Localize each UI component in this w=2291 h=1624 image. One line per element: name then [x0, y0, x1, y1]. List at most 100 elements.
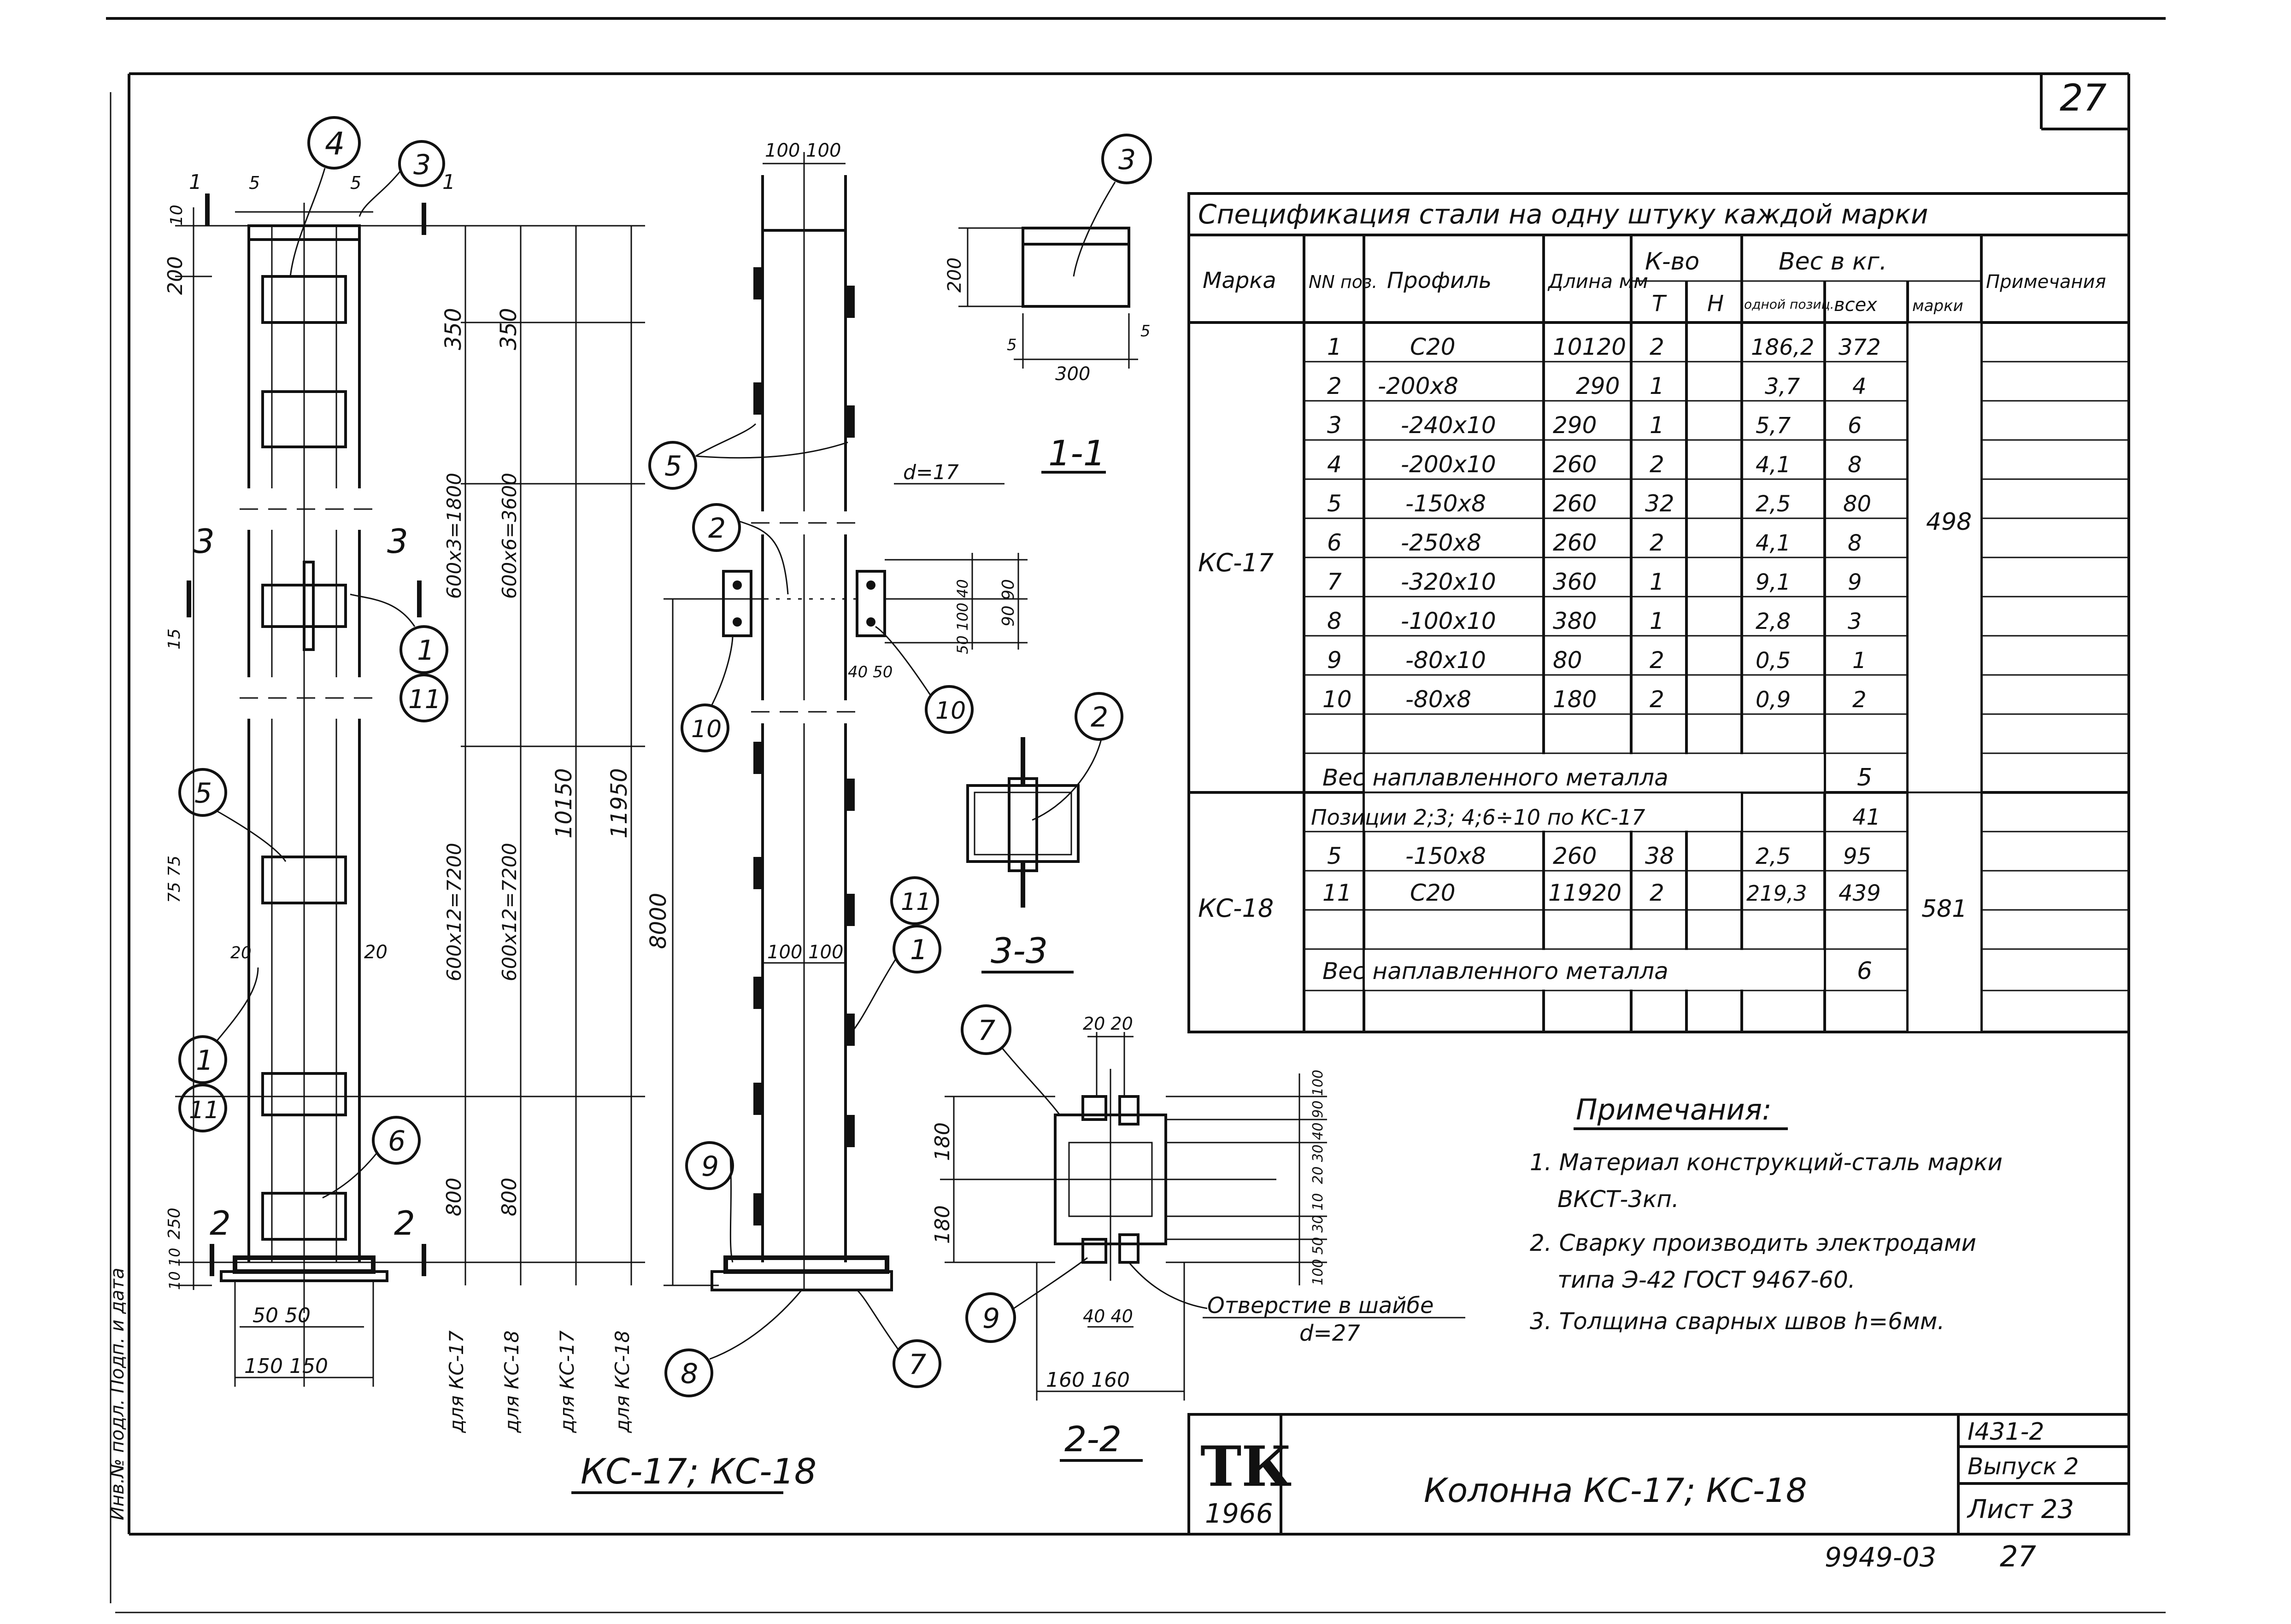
dim-200-elev: 200 — [164, 256, 187, 295]
kc17-r9-pos: 9 — [1327, 647, 1342, 674]
column-elevation — [175, 193, 645, 1387]
section-1-1 — [958, 134, 1152, 474]
kc17-r5-pos: 5 — [1327, 490, 1342, 517]
title-main: Колонна КС-17; КС-18 — [1424, 1471, 1807, 1510]
dim-10-elev: 10 — [167, 205, 186, 226]
section-2-2-title: 2-2 — [1064, 1419, 1122, 1460]
elevation-callouts — [178, 116, 448, 1199]
section-1-1-callout-3: 3 — [1118, 144, 1136, 176]
spec-kc17-mark: КС-17 — [1198, 548, 1274, 577]
kc17-r8-profile: -100х10 — [1401, 608, 1496, 634]
side-callout-5: 5 — [664, 450, 682, 482]
spec-h-qty-t: Т — [1652, 291, 1667, 317]
title-sheet: Лист 23 — [1967, 1495, 2074, 1524]
spec-kc18-markweight: 581 — [1921, 895, 1967, 923]
kc17-r7-profile: -320х10 — [1401, 569, 1496, 595]
spec-kc17-rows: 1 С20 10120 2 186,2 372 2 -200х8 290 1 3… — [1322, 334, 1881, 713]
kc18-weld-value: 6 — [1857, 957, 1872, 985]
section-1-1-dim-300: 300 — [1055, 363, 1090, 385]
dim-top-1a: 1 — [189, 170, 202, 194]
section-1-1-dim-5b: 5 — [1140, 322, 1151, 340]
elev-callout-3: 3 — [413, 149, 431, 181]
section-1-1-title: 1-1 — [1048, 433, 1105, 474]
kc17-r1-length: 10120 — [1553, 334, 1626, 360]
kc17-r8-one: 2,8 — [1756, 609, 1791, 634]
side-dim-40-50: 40 50 — [848, 663, 893, 681]
side-dim-8000: 8000 — [646, 893, 671, 949]
kc17-r6-qty: 2 — [1650, 529, 1664, 556]
dim-600x12-a: 600x12=7200 — [443, 843, 465, 981]
elev-callout-1b: 1 — [196, 1044, 213, 1077]
section-2-2-dim-40-40: 40 40 — [1083, 1306, 1133, 1326]
kc17-r7-qty: 1 — [1650, 569, 1664, 595]
kc17-r7-one: 9,1 — [1756, 569, 1791, 595]
elev-callout-5: 5 — [194, 777, 212, 809]
side-dim-100-100-top: 100 100 — [765, 140, 841, 161]
title-issue: Выпуск 2 — [1968, 1453, 2079, 1480]
kc17-r6-length: 260 — [1553, 529, 1597, 556]
elev-callout-6: 6 — [388, 1125, 405, 1157]
side-callout-11: 11 — [901, 888, 931, 916]
notes-title: Примечания: — [1576, 1093, 1772, 1126]
kc17-r8-length: 380 — [1553, 608, 1597, 634]
kc17-r10-all: 2 — [1852, 687, 1867, 713]
dim-150-150: 150 150 — [244, 1354, 328, 1378]
hole-note: Отверстие в шайбе — [1207, 1293, 1434, 1319]
title-series: I431-2 — [1968, 1418, 2044, 1446]
dim-15: 15 — [165, 628, 184, 650]
dim-800-b: 800 — [498, 1178, 521, 1216]
kc17-r10-qty: 2 — [1650, 686, 1664, 713]
label-for-kc17-b: для КС-17 — [556, 1330, 578, 1433]
note-1b: ВКСТ-3кп. — [1557, 1186, 1679, 1213]
dim-600x6: 600x6=3600 — [498, 473, 521, 599]
spec-h-w-all: всех — [1834, 294, 1877, 316]
kc17-r2-all: 4 — [1852, 374, 1867, 399]
kc17-r4-all: 8 — [1848, 452, 1862, 478]
kc17-r2-one: 3,7 — [1765, 374, 1800, 399]
kc18-r2-one: 219,3 — [1746, 881, 1807, 906]
side-dim-90-90: 90 90 — [999, 579, 1018, 627]
title-block — [1187, 1413, 2130, 1536]
kc17-r4-length: 260 — [1553, 451, 1597, 478]
kc17-r4-profile: -200х10 — [1401, 451, 1496, 478]
note-2b: типа Э-42 ГОСТ 9467-60. — [1557, 1266, 1856, 1293]
spec-h-mark: Марка — [1203, 268, 1276, 293]
section-2-2 — [940, 1004, 1327, 1462]
section-mark-2a: 2 — [210, 1204, 231, 1243]
side-view-callouts — [648, 423, 974, 1397]
side-callout-9: 9 — [701, 1150, 719, 1183]
kc17-r10-length: 180 — [1553, 686, 1597, 713]
spec-h-qty-n: Н — [1707, 291, 1724, 317]
section-2-2-dim-180a: 180 — [931, 1122, 954, 1161]
kc17-r8-all: 3 — [1848, 609, 1862, 634]
dim-50-50: 50 50 — [253, 1304, 311, 1327]
kc18-r1-all: 95 — [1843, 844, 1871, 869]
kc18-r2-all: 439 — [1839, 880, 1881, 906]
section-2-2-callout-7: 7 — [978, 1014, 995, 1047]
kc17-r8-qty: 1 — [1650, 608, 1664, 634]
kc17-r2-profile: -200х8 — [1378, 373, 1458, 399]
section-2-2-dim-right-b: 100 50 30 10 — [1310, 1193, 1326, 1285]
hole-diameter: d=27 — [1299, 1320, 1360, 1346]
dim-20-b: 20 — [364, 942, 388, 963]
kc18-r2-length: 11920 — [1548, 879, 1621, 906]
side-callout-1: 1 — [910, 934, 928, 966]
title-year: 1966 — [1205, 1498, 1273, 1529]
note-3: 3. Толщина сварных швов h=6мм. — [1530, 1308, 1944, 1335]
kc17-r6-all: 8 — [1848, 530, 1862, 556]
spec-h-qty: К-во — [1645, 248, 1699, 276]
kc18-r2-pos: 11 — [1322, 879, 1352, 906]
dim-20-a: 20 — [230, 944, 252, 962]
elev-callout-4: 4 — [325, 126, 345, 162]
label-for-kc18-a: для КС-18 — [500, 1331, 523, 1433]
label-for-kc17-a: для КС-17 — [445, 1330, 468, 1433]
kc17-r3-profile: -240х10 — [1401, 412, 1496, 439]
kc17-r6-pos: 6 — [1327, 529, 1342, 556]
kc18-r1-qty: 38 — [1645, 843, 1674, 869]
bottom-code: 9949-03 — [1825, 1542, 1936, 1573]
kc18-r1-length: 260 — [1553, 843, 1597, 869]
kc17-r7-all: 9 — [1848, 569, 1862, 595]
kc17-r5-qty: 32 — [1645, 490, 1674, 517]
kc17-r3-pos: 3 — [1327, 412, 1342, 439]
